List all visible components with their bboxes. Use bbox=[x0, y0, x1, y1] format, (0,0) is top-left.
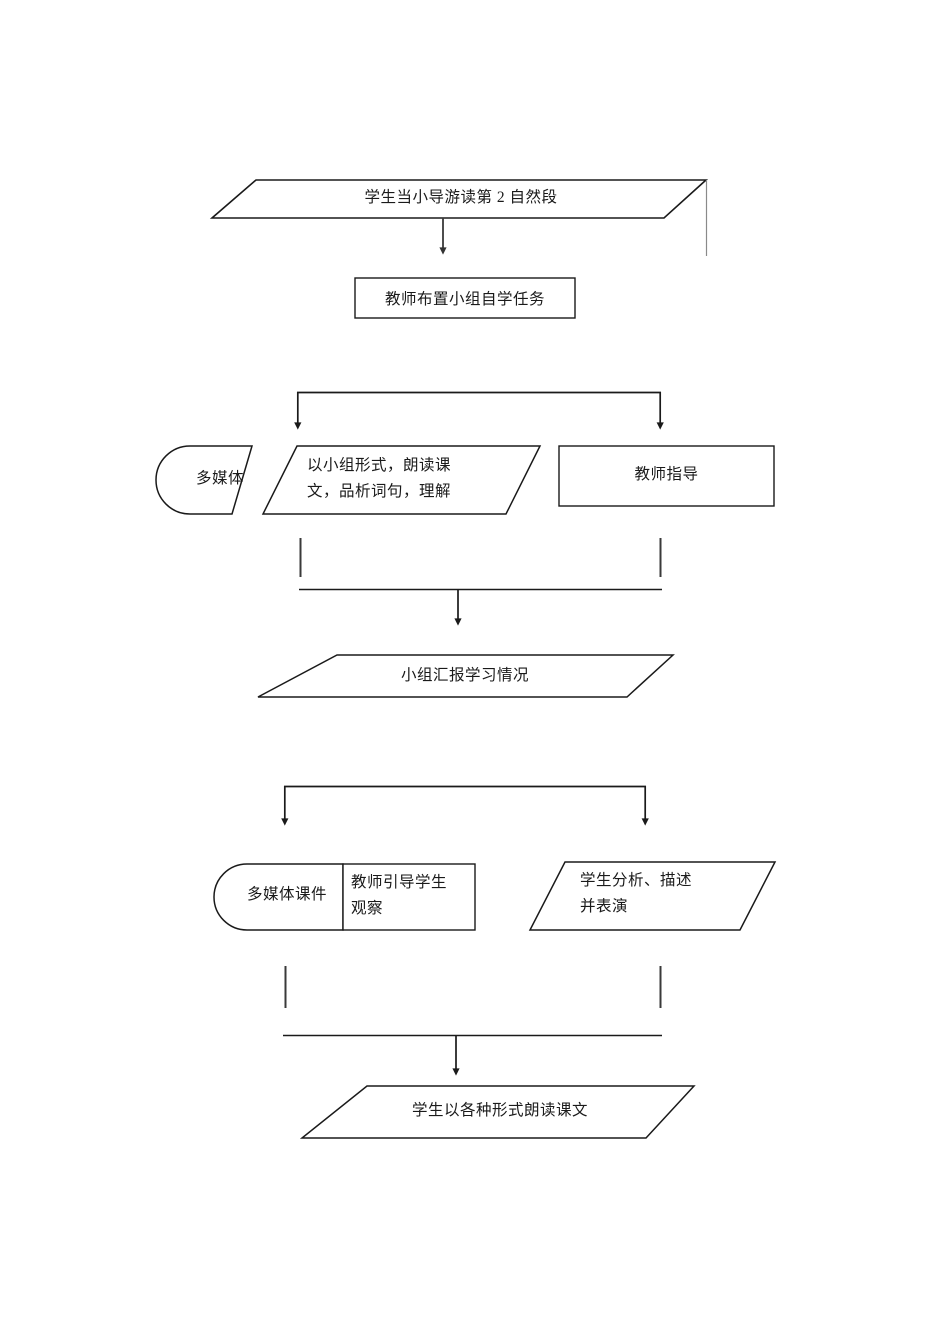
shape-teacher-observe-rect bbox=[342, 863, 476, 931]
shape-group-report-parallelogram bbox=[257, 654, 675, 698]
fork-report-to-branches bbox=[281, 785, 649, 826]
shape-multimedia-1-delay bbox=[155, 445, 254, 515]
merge-branches-to-read-aloud bbox=[283, 966, 662, 1076]
shape-student-read-aloud-parallelogram bbox=[299, 1085, 696, 1139]
shape-student-analyze-parallelogram bbox=[528, 861, 777, 931]
shape-teacher-guide-rect bbox=[558, 445, 775, 507]
fork-assign-to-branches bbox=[294, 391, 664, 430]
shape-student-guide-parallelogram bbox=[209, 179, 709, 219]
shape-teacher-assign-rect bbox=[354, 277, 576, 319]
merge-branches-to-report bbox=[299, 538, 662, 626]
shape-multimedia-2-delay bbox=[213, 863, 344, 931]
shape-group-read-parallelogram bbox=[261, 445, 542, 515]
